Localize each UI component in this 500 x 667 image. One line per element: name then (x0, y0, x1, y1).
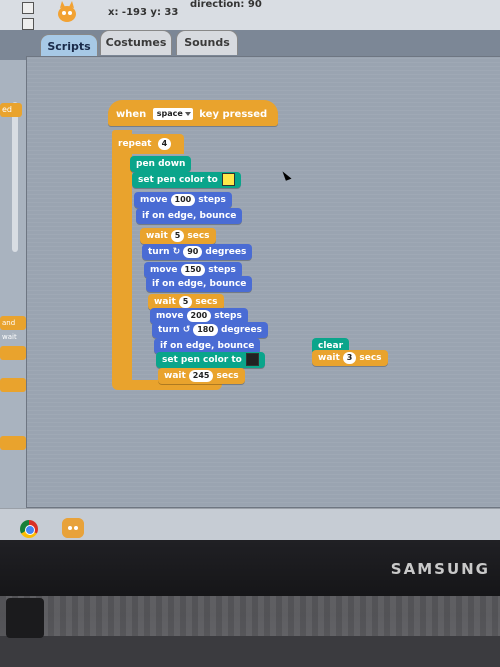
palette-block-1[interactable]: ed (0, 103, 22, 117)
block-label: wait (318, 353, 340, 363)
block-value-input[interactable]: 245 (188, 369, 214, 382)
block-value-input[interactable]: 5 (170, 229, 185, 242)
block-label: pen down (136, 159, 186, 169)
block-value-input[interactable]: 200 (186, 309, 212, 322)
palette-block-5[interactable] (0, 436, 26, 450)
block-value-input[interactable]: 150 (180, 263, 206, 276)
block-label-suffix: secs (187, 231, 210, 241)
scratch-window: x: -193 y: 33 direction: 90 Scripts Cost… (0, 0, 500, 540)
repeat-block[interactable]: repeat 4 (112, 134, 184, 154)
laptop-hinge (0, 596, 500, 636)
block-value-input[interactable]: 3 (342, 351, 357, 364)
block-label: move (156, 311, 184, 321)
block-label-suffix: steps (214, 311, 242, 321)
script-block-11[interactable]: if on edge, bounce (154, 338, 261, 354)
hat-prefix: when (116, 109, 147, 120)
rotation-style-icon[interactable] (22, 2, 34, 14)
block-label: wait (154, 297, 176, 307)
laptop-base (0, 636, 500, 667)
block-label-suffix: steps (208, 265, 236, 275)
block-value-input[interactable]: 180 (193, 323, 218, 336)
repeat-block-arm[interactable] (112, 130, 132, 386)
block-label-suffix: secs (216, 371, 239, 381)
pen-color-swatch[interactable] (245, 353, 259, 366)
tab-sounds[interactable]: Sounds (176, 30, 238, 55)
laptop-brand-logo: SAMSUNG (390, 560, 490, 578)
block-label: if on edge, bounce (152, 279, 247, 289)
scratch-cat-icon[interactable] (62, 518, 84, 538)
tab-costumes[interactable]: Costumes (100, 30, 172, 55)
script-block-7[interactable]: if on edge, bounce (146, 276, 253, 292)
block-label: turn ↻ (148, 247, 181, 257)
block-label: wait (146, 231, 168, 241)
sprite-info-bar: x: -193 y: 33 direction: 90 (0, 0, 500, 30)
block-label: move (150, 265, 178, 275)
block-value-input[interactable]: 90 (183, 245, 203, 258)
repeat-label: repeat (118, 139, 152, 149)
block-label-suffix: secs (195, 297, 218, 307)
block-value-input[interactable]: 100 (170, 193, 196, 206)
tab-scripts[interactable]: Scripts (40, 34, 98, 59)
sprite-direction: direction: 90 (190, 0, 262, 10)
when-key-pressed-hat-block[interactable]: when space key pressed (108, 100, 278, 126)
block-label: set pen color to (138, 175, 218, 185)
block-label-suffix: degrees (205, 247, 247, 257)
rotation-style-icon-2[interactable] (22, 18, 34, 30)
block-palette (0, 60, 27, 520)
block-label-suffix: degrees (220, 325, 262, 335)
block-label: wait (164, 371, 186, 381)
script-block-0[interactable]: pen down (130, 156, 192, 172)
repeat-count-input[interactable]: 4 (157, 137, 172, 150)
pen-color-swatch[interactable] (221, 173, 235, 186)
script-block-3[interactable]: if on edge, bounce (136, 208, 243, 224)
block-label: turn ↺ (158, 325, 191, 335)
repeat-block-bottom[interactable] (112, 380, 222, 390)
hat-suffix: key pressed (199, 109, 268, 120)
key-dropdown[interactable]: space (152, 108, 193, 120)
script-block-1[interactable]: set pen color to (132, 172, 241, 188)
sprite-cat-icon (58, 1, 76, 22)
chrome-icon[interactable] (20, 520, 38, 538)
script-block-12[interactable]: set pen color to (156, 352, 265, 368)
block-value-input[interactable]: 5 (178, 295, 193, 308)
block-label: set pen color to (162, 355, 242, 365)
block-label: if on edge, bounce (142, 211, 237, 221)
block-label-suffix: steps (198, 195, 226, 205)
palette-block-3[interactable] (0, 346, 26, 360)
block-label: clear (318, 341, 344, 351)
block-label: if on edge, bounce (160, 341, 255, 351)
sprite-coordinates: x: -193 y: 33 (108, 7, 179, 18)
laptop-clip (6, 598, 44, 638)
palette-block-4[interactable] (0, 378, 26, 392)
block-label: move (140, 195, 168, 205)
scripts-area[interactable] (26, 56, 500, 508)
palette-block-2[interactable]: and wait (0, 316, 26, 341)
block-label-suffix: secs (359, 353, 382, 363)
palette-scrollbar[interactable] (12, 102, 18, 252)
